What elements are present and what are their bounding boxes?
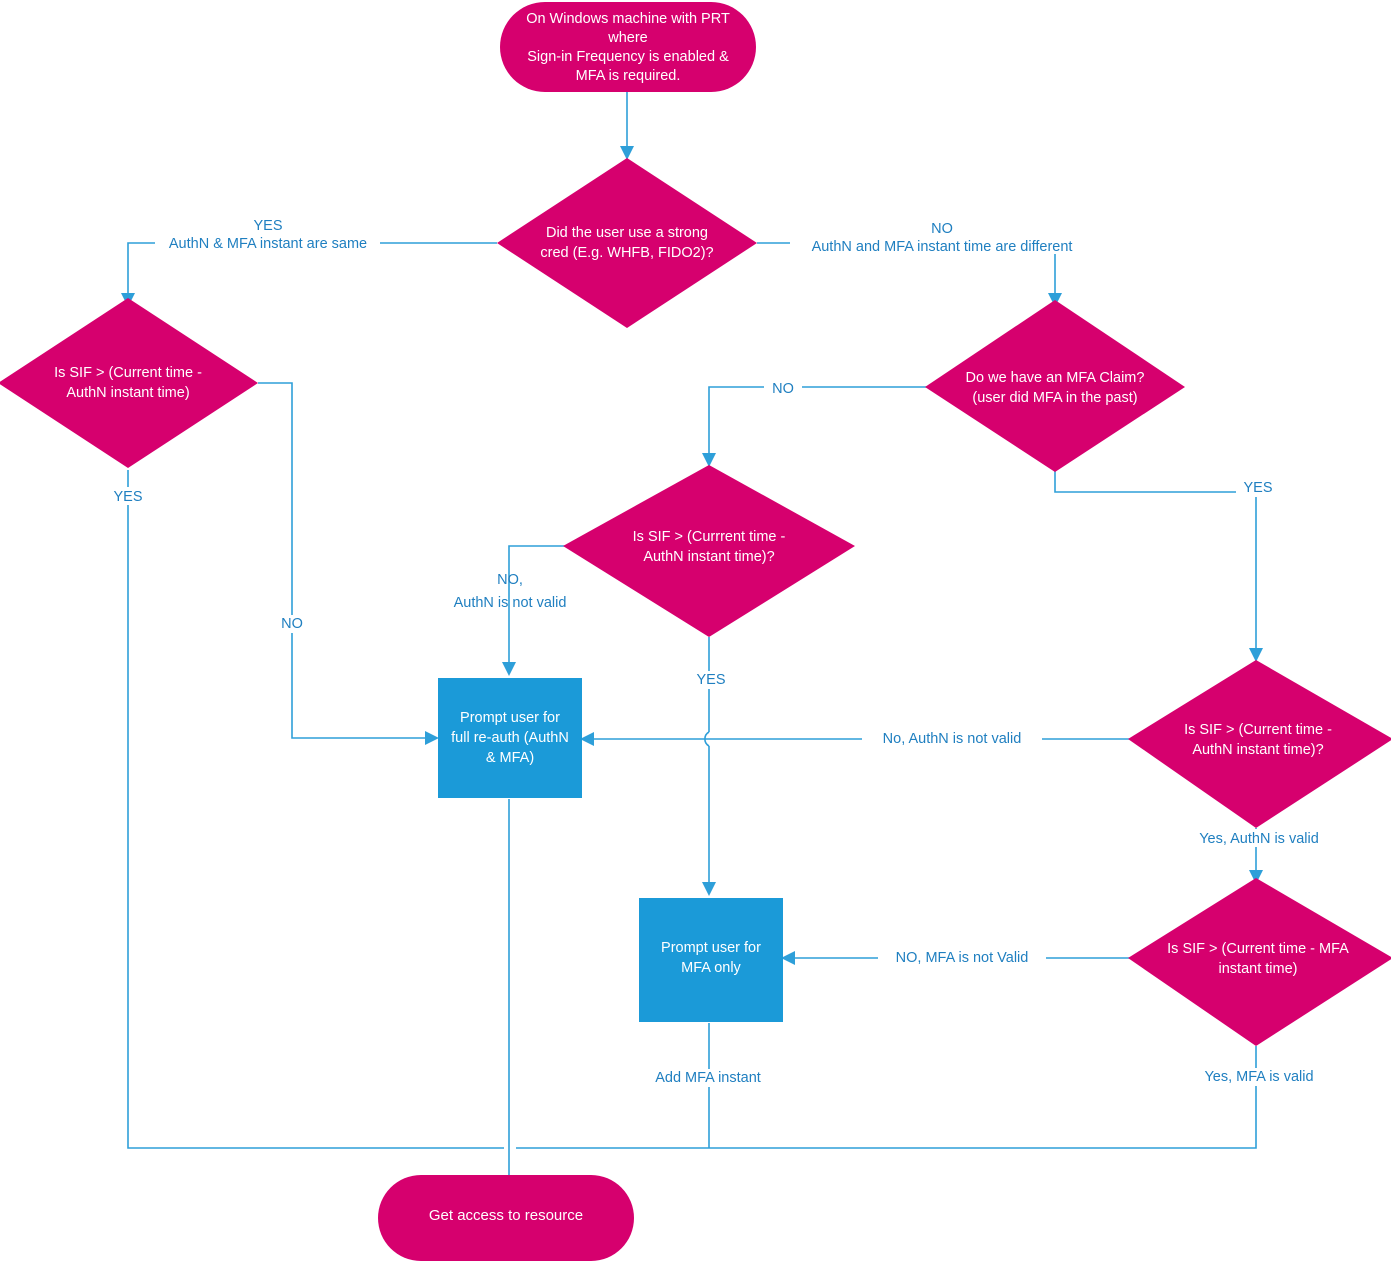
sif-authn-mid-line-2: AuthN instant time)? [643,549,774,565]
arrowhead-mid-sif-yes [702,882,716,896]
start-node-shape[interactable] [500,2,756,92]
node-prompt-mfa-only[interactable]: Prompt user for MFA only [639,898,783,1022]
start-node-line-2: where [607,30,648,46]
edge-label-mid-no-1: NO, [497,572,523,588]
strong-cred-line-2: cred (E.g. WHFB, FIDO2)? [540,245,713,261]
prompt-mfa-only-line-1: Prompt user for [661,940,761,956]
edge-left-sif-yes-to-end [127,470,504,1149]
end-node-label: Get access to resource [429,1207,583,1224]
node-sif-authn-mid-decision[interactable]: Is SIF > (Currrent time - AuthN instant … [563,465,855,637]
edge-label-bg-right-authn-yes [1195,829,1323,847]
edge-label-mfa-claim-no: NO [772,381,794,397]
edge-label-left-yes: YES [113,489,142,505]
edge-label-right-mfa-no: NO, MFA is not Valid [896,950,1029,966]
arrowhead-start-to-strong-cred [620,146,634,160]
edge-label-strong-cred-no-2: AuthN and MFA instant time are different [812,239,1073,255]
strong-cred-line-1: Did the user use a strong [546,225,708,241]
prompt-mfa-only-shape[interactable] [639,898,783,1022]
edge-label-strong-cred-yes-2: AuthN & MFA instant are same [169,236,367,252]
sif-authn-mid-diamond-shape[interactable] [563,465,855,637]
arrowhead-mid-sif-no [502,662,516,676]
node-sif-authn-right-decision[interactable]: Is SIF > (Current time - AuthN instant t… [1128,660,1391,828]
edge-label-left-no: NO [281,616,303,632]
edge-right-mfa-yes-to-end [516,1046,1257,1149]
edge-left-sif-no-to-prompt-full [258,382,427,739]
edge-label-right-mfa-yes: Yes, MFA is valid [1204,1069,1313,1085]
edge-label-mid-no-2: AuthN is not valid [454,595,567,611]
sif-mfa-right-line-2: instant time) [1219,961,1298,977]
node-prompt-full-reauth[interactable]: Prompt user for full re-auth (AuthN & MF… [438,678,582,798]
prompt-full-reauth-line-3: & MFA) [486,750,534,766]
edge-label-strong-cred-no-1: NO [931,221,953,237]
sif-authn-mid-line-1: Is SIF > (Currrent time - [633,529,786,545]
edge-labels-layer: YES AuthN & MFA instant are same NO Auth… [108,218,1323,1087]
mfa-claim-diamond-shape[interactable] [925,300,1185,472]
edge-mfa-claim-no [708,386,928,455]
edge-label-bg-right-mfa-yes [1197,1068,1319,1086]
prompt-full-reauth-shape[interactable] [438,678,582,798]
edge-label-bg-right-authn-no [862,730,1042,748]
sif-mfa-right-line-1: Is SIF > (Current time - MFA [1167,941,1349,957]
sif-authn-left-diamond-shape[interactable] [0,298,258,468]
edge-label-bg-right-mfa-no [878,949,1046,967]
sif-authn-right-diamond-shape[interactable] [1128,660,1391,828]
node-start[interactable]: On Windows machine with PRT where Sign-i… [500,2,756,92]
arrowhead-mfa-claim-yes [1249,648,1263,662]
sif-mfa-right-diamond-shape[interactable] [1128,878,1391,1046]
start-node-line-1: On Windows machine with PRT [526,11,730,27]
edge-label-right-authn-yes: Yes, AuthN is valid [1199,831,1319,847]
edge-label-right-authn-no: No, AuthN is not valid [883,731,1022,747]
arrowhead-right-authn-yes [1249,870,1263,884]
prompt-full-reauth-line-2: full re-auth (AuthN [451,730,569,746]
edge-label-bg-strong-cred-yes [155,233,380,253]
edge-label-bg-strong-cred-no [790,234,1095,254]
sif-authn-right-line-1: Is SIF > (Current time - [1184,722,1332,738]
strong-cred-diamond-shape[interactable] [497,158,757,328]
edge-label-bg-left-yes [108,487,150,505]
arrowhead-left-sif-no [425,731,439,745]
edge-label-mid-yes: YES [696,672,725,688]
mfa-claim-line-1: Do we have an MFA Claim? [966,370,1145,386]
prompt-mfa-only-line-2: MFA only [681,960,741,976]
start-node-line-4: MFA is required. [576,68,681,84]
prompt-full-reauth-line-1: Prompt user for [460,710,560,726]
edge-mfa-claim-yes [1054,470,1257,650]
node-strong-cred-decision[interactable]: Did the user use a strong cred (E.g. WHF… [497,158,757,328]
edge-mid-sif-no [508,545,566,664]
node-sif-authn-left-decision[interactable]: Is SIF > (Current time - AuthN instant t… [0,298,258,468]
end-node-shape[interactable] [378,1175,634,1261]
edge-label-add-mfa-instant: Add MFA instant [655,1070,761,1086]
node-sif-mfa-right-decision[interactable]: Is SIF > (Current time - MFA instant tim… [1128,878,1391,1046]
edge-label-bg-mfa-claim-yes [1236,479,1280,497]
edge-label-bg-mfa-claim-no [764,379,802,397]
sif-authn-left-line-2: AuthN instant time) [66,385,189,401]
arrowhead-right-authn-no [580,732,594,746]
edge-label-mfa-claim-yes: YES [1243,480,1272,496]
arrowhead-mfa-claim-no [702,453,716,467]
sif-authn-left-line-1: Is SIF > (Current time - [54,365,202,381]
node-mfa-claim-decision[interactable]: Do we have an MFA Claim? (user did MFA i… [925,300,1185,472]
edge-label-bg-left-no [275,615,311,633]
edge-label-strong-cred-yes-1: YES [253,218,282,234]
node-end[interactable]: Get access to resource [378,1175,634,1261]
edge-label-bg-add-mfa-instant [644,1069,772,1087]
arrowhead-right-mfa-no [781,951,795,965]
mfa-claim-line-2: (user did MFA in the past) [972,390,1137,406]
sif-authn-right-line-2: AuthN instant time)? [1192,742,1323,758]
start-node-line-3: Sign-in Frequency is enabled & [527,49,729,65]
edge-label-bg-mid-yes [689,671,731,689]
